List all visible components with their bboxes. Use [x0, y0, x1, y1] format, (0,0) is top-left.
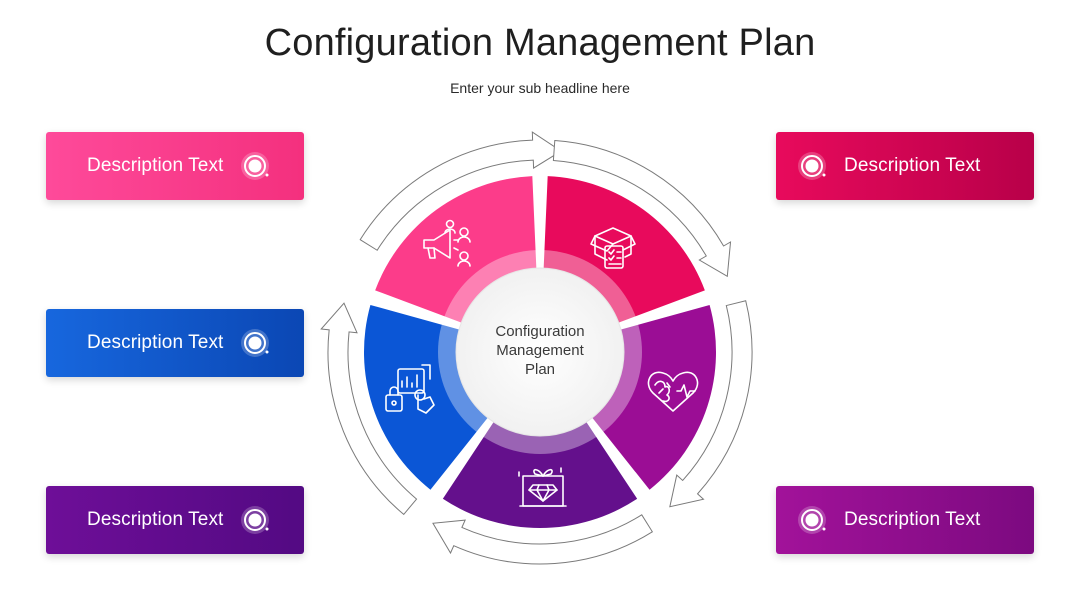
description-card-right-2[interactable]: Description Text: [776, 486, 1034, 554]
segment-gift: [442, 410, 638, 529]
megaphone-team-icon: [423, 219, 471, 267]
bullet-dot-icon: [241, 328, 271, 358]
outer-arrow-ring: [320, 131, 753, 565]
cycle-arrow-2: [552, 139, 732, 278]
cycle-arrow-3: [669, 300, 753, 508]
description-card-left-1[interactable]: Description Text: [46, 132, 304, 200]
cycle-arrow-4: [432, 514, 654, 565]
center-label-line-1: Configuration: [495, 323, 585, 340]
description-card-left-3[interactable]: Description Text: [46, 486, 304, 554]
center-label-line-3: Plan: [524, 361, 556, 378]
bullet-dot-icon: [241, 505, 271, 535]
center-circle: [455, 267, 625, 437]
description-text: Description Text: [87, 509, 224, 530]
bullet-dot-icon: [798, 505, 828, 535]
description-text: Description Text: [87, 155, 224, 176]
description-card-left-2[interactable]: Description Text: [46, 309, 304, 377]
description-card-right-1[interactable]: Description Text: [776, 132, 1034, 200]
page-title: Configuration Management Plan: [264, 22, 816, 64]
description-text: Description Text: [844, 155, 981, 176]
gift-diamond-icon: [518, 467, 567, 507]
cycle-arrow-1: [359, 131, 563, 251]
center-label-line-2: Management: [496, 342, 584, 359]
description-text: Description Text: [844, 509, 981, 530]
bullet-dot-icon: [798, 151, 828, 181]
cycle-arrow-5: [320, 302, 418, 516]
page-subtitle: Enter your sub headline here: [450, 80, 630, 96]
bullet-dot-icon: [241, 151, 271, 181]
box-checklist-icon: [590, 227, 636, 269]
chart-hand-icon: [385, 364, 435, 414]
description-text: Description Text: [87, 332, 224, 353]
center-label: Configuration Management Plan: [470, 322, 610, 379]
brain-heart-icon: [647, 371, 699, 412]
